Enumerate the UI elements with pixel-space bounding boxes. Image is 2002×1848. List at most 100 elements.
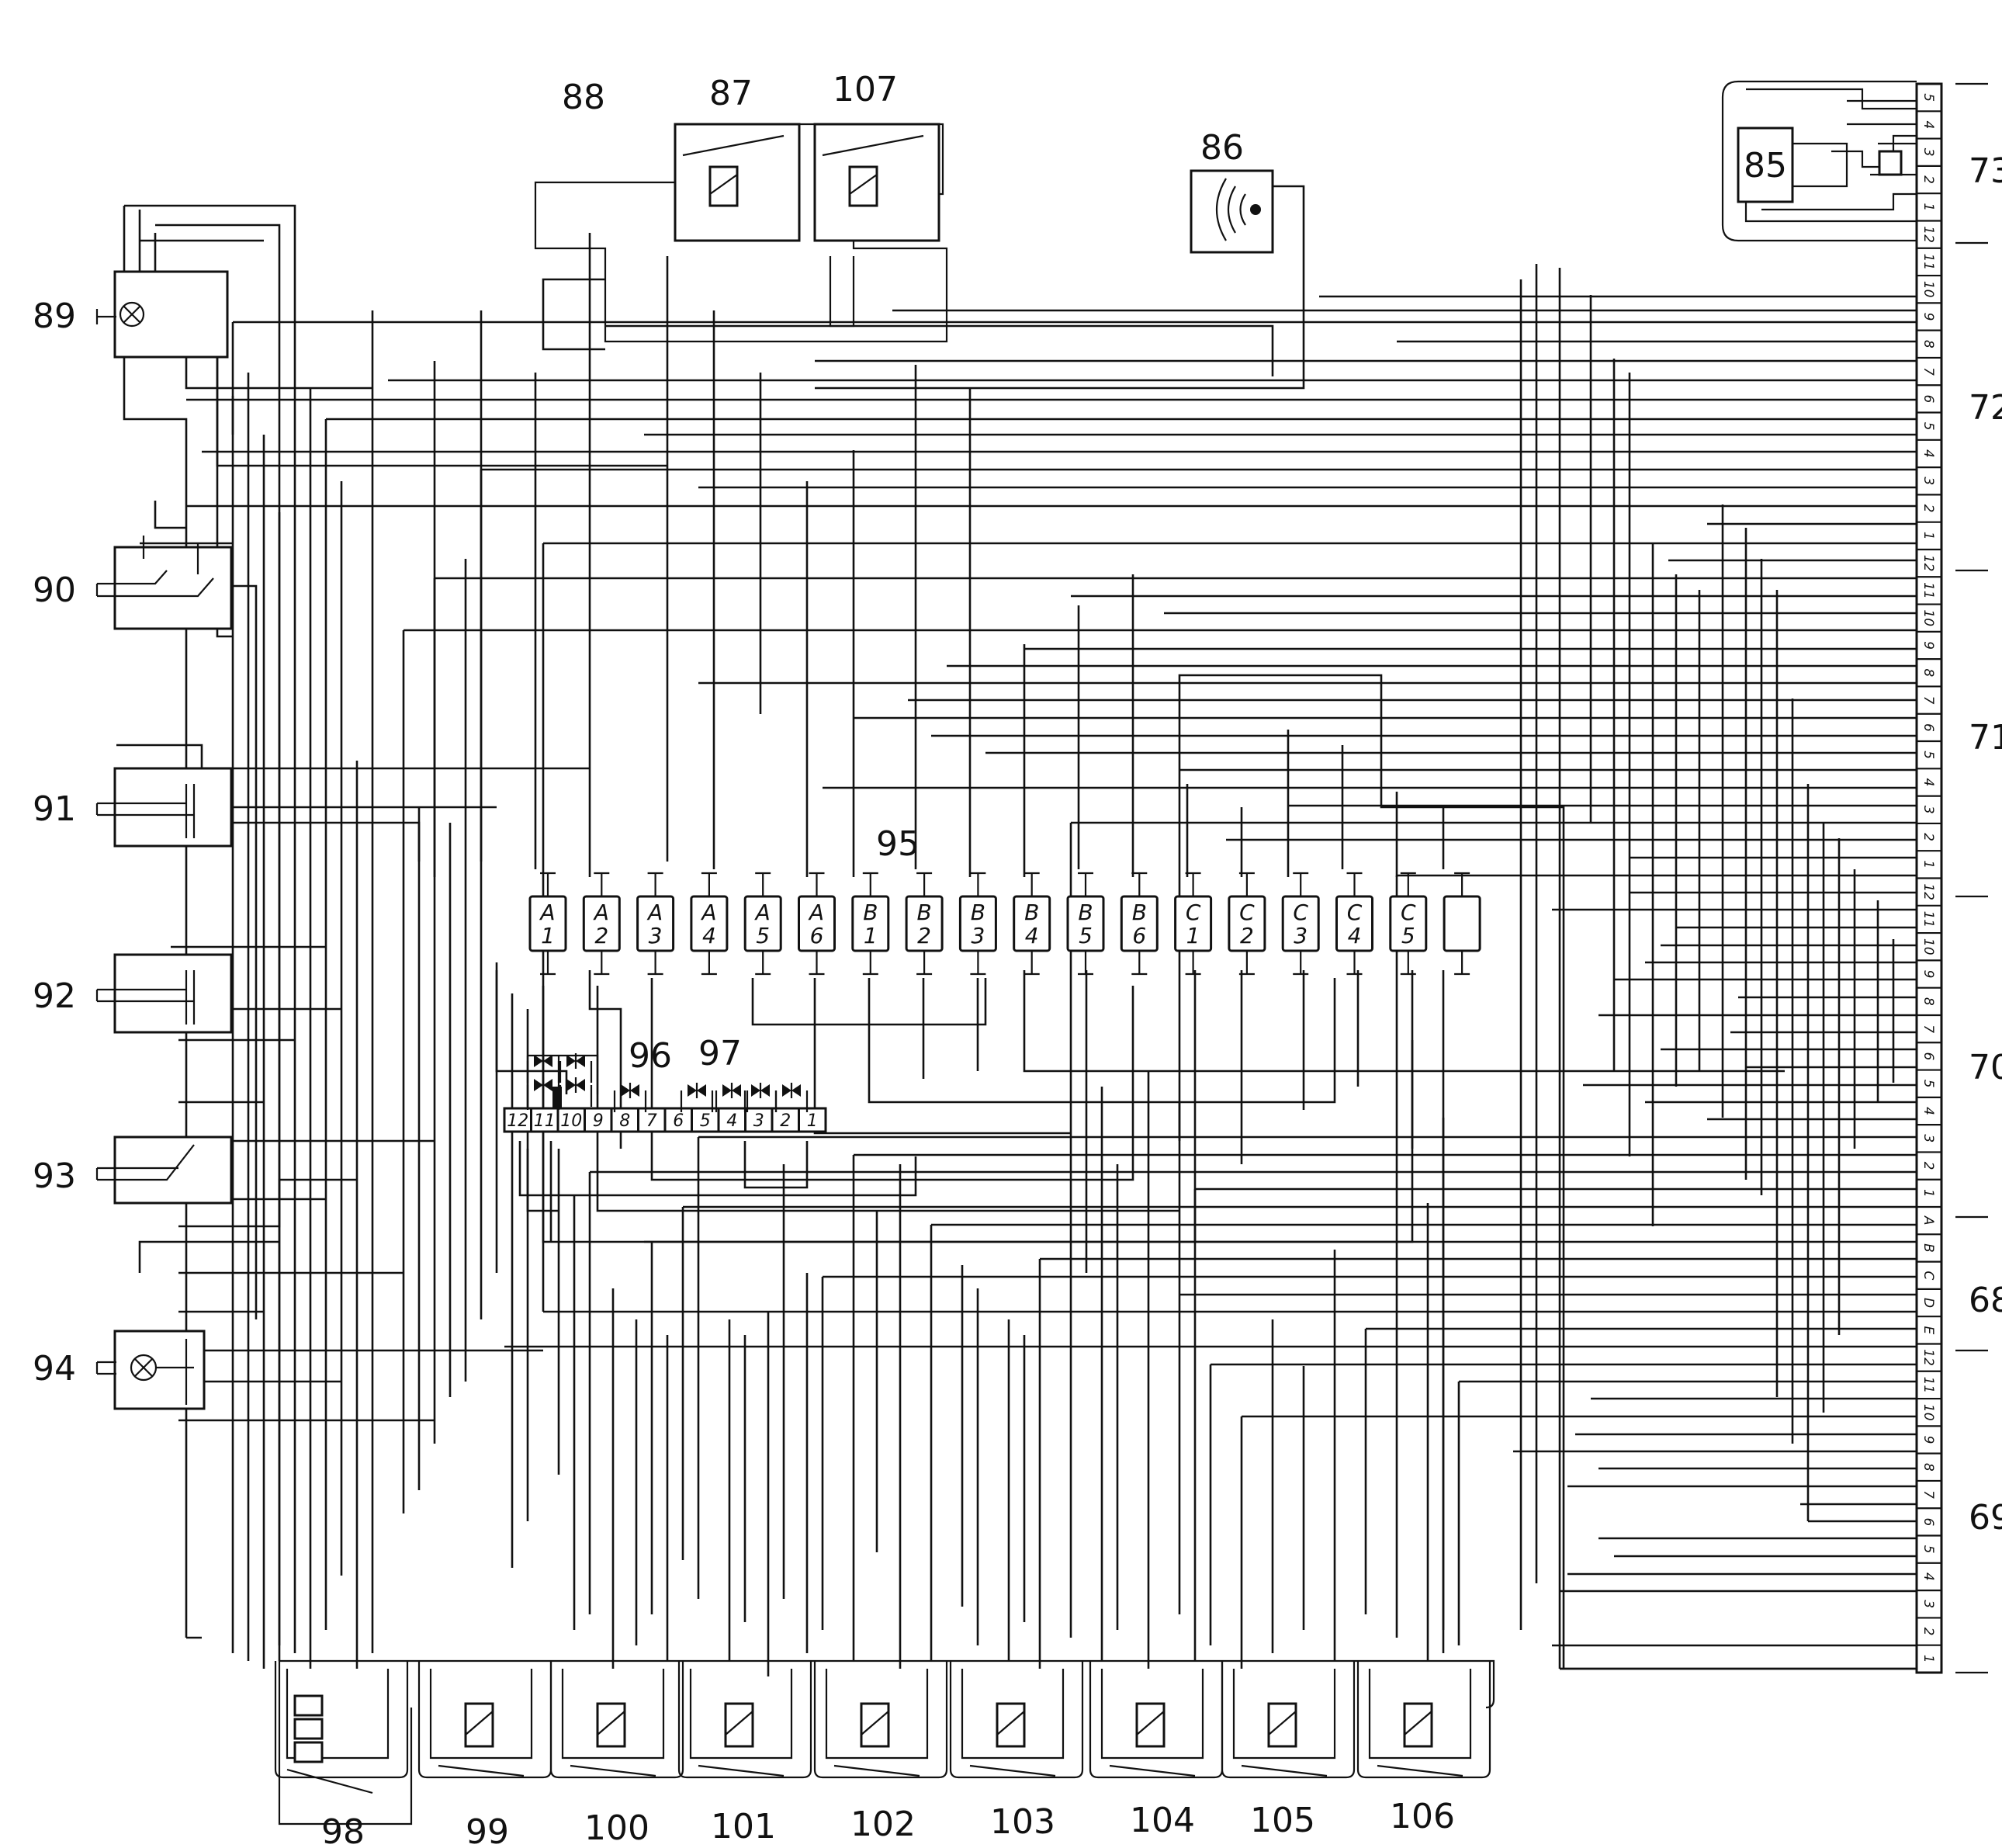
diode-strip-cell: 8 bbox=[610, 1107, 639, 1133]
terminal-cell: 5 bbox=[1917, 1069, 1941, 1088]
ref-label-85: 85 bbox=[1744, 146, 1787, 185]
diode-strip-cell: 10 bbox=[556, 1107, 586, 1133]
terminal-cell: 5 bbox=[1917, 82, 1941, 102]
terminal-cell: 5 bbox=[1917, 411, 1941, 431]
ref-label-91: 91 bbox=[33, 789, 76, 829]
terminal-cell: 4 bbox=[1917, 110, 1941, 129]
relay-module-number: 2 bbox=[917, 923, 931, 948]
terminal-pin-label: 8 bbox=[1921, 997, 1936, 1006]
ref-label-69: 69 bbox=[1969, 1498, 2002, 1538]
diode-icon bbox=[559, 1077, 593, 1107]
terminal-pin-label: 4 bbox=[1921, 1572, 1936, 1581]
terminal-cell: 10 bbox=[1917, 603, 1941, 626]
ref-label-96: 96 bbox=[629, 1036, 672, 1076]
diode-strip-cell: 6 bbox=[663, 1107, 693, 1133]
relay-module: B2 bbox=[905, 872, 944, 976]
diode-pin-label: 12 bbox=[507, 1111, 528, 1131]
terminal-cell: 6 bbox=[1917, 713, 1941, 732]
terminal-cell: 6 bbox=[1917, 384, 1941, 403]
bottom-connector bbox=[274, 1661, 409, 1794]
terminal-pin-label: 5 bbox=[1921, 1080, 1936, 1088]
diode-icon bbox=[559, 1053, 593, 1083]
terminal-cell: 11 bbox=[1917, 1370, 1941, 1393]
device-85-module bbox=[1721, 80, 1918, 242]
terminal-pin-label: 8 bbox=[1921, 668, 1936, 677]
diode-pin-label: 11 bbox=[534, 1111, 556, 1131]
relay-module-letter: B bbox=[971, 900, 985, 925]
diode-strip-cell: 1 bbox=[798, 1107, 827, 1133]
terminal-pin-label: 12 bbox=[1921, 1349, 1936, 1366]
terminal-pin-label: 3 bbox=[1921, 148, 1936, 157]
diode-pin-label: 2 bbox=[780, 1111, 791, 1131]
terminal-cell: 7 bbox=[1917, 685, 1941, 705]
terminal-pin-label: 2 bbox=[1921, 1628, 1936, 1636]
diode-icon bbox=[680, 1083, 714, 1112]
terminal-pin-label: 7 bbox=[1921, 696, 1936, 705]
ref-label-100: 100 bbox=[584, 1808, 649, 1848]
bottom-connector bbox=[1221, 1661, 1356, 1779]
terminal-pin-label: D bbox=[1921, 1298, 1936, 1308]
ref-label-99: 99 bbox=[466, 1812, 509, 1848]
diode-strip-cell: 12 bbox=[503, 1107, 532, 1133]
terminal-pin-label: 11 bbox=[1921, 911, 1936, 928]
terminal-pin-label: 7 bbox=[1921, 367, 1936, 376]
relay-module: A2 bbox=[582, 872, 621, 976]
terminal-cell: 1 bbox=[1917, 521, 1941, 540]
bottom-connector bbox=[417, 1661, 552, 1779]
relay-module: C1 bbox=[1174, 872, 1213, 976]
component-92-switch bbox=[95, 953, 233, 1034]
relay-module-letter: C bbox=[1293, 900, 1308, 925]
relay-module-number: 1 bbox=[1186, 923, 1200, 948]
relay-module: B6 bbox=[1120, 872, 1159, 976]
terminal-pin-label: 5 bbox=[1921, 422, 1936, 431]
terminal-pin-label: 5 bbox=[1921, 1545, 1936, 1554]
terminal-cell: 6 bbox=[1917, 1507, 1941, 1526]
terminal-cell: B bbox=[1917, 1233, 1941, 1253]
relay-module-number: 2 bbox=[1240, 923, 1254, 948]
relay-module: B3 bbox=[958, 872, 997, 976]
relay-module-number: 4 bbox=[702, 923, 716, 948]
terminal-pin-label: 1 bbox=[1921, 860, 1936, 869]
relay-module-number: 3 bbox=[1294, 923, 1308, 948]
terminal-pin-label: 12 bbox=[1921, 226, 1936, 243]
relay-module-letter: A bbox=[539, 900, 555, 925]
terminal-pin-label: 12 bbox=[1921, 883, 1936, 900]
terminal-pin-label: 4 bbox=[1921, 449, 1936, 458]
component-90-switch bbox=[95, 536, 233, 630]
terminal-cell: 2 bbox=[1917, 494, 1941, 512]
relay-module: C2 bbox=[1228, 872, 1266, 976]
ref-label-90: 90 bbox=[33, 570, 76, 610]
terminal-cell: 11 bbox=[1917, 904, 1941, 928]
terminal-cell: 1 bbox=[1917, 192, 1941, 211]
diode-icon bbox=[774, 1083, 809, 1112]
diode-pin-label: 7 bbox=[646, 1111, 657, 1131]
terminal-pin-label: 2 bbox=[1921, 1162, 1936, 1170]
relay-module-letter: A bbox=[646, 900, 663, 925]
terminal-cell: 2 bbox=[1917, 165, 1941, 184]
diode-strip-cell: 11 bbox=[530, 1107, 559, 1133]
terminal-pin-label: 6 bbox=[1921, 1052, 1936, 1060]
diode-strip-cell: 5 bbox=[691, 1107, 720, 1133]
terminal-pin-label: 10 bbox=[1921, 1404, 1936, 1421]
terminal-cell: 7 bbox=[1917, 1014, 1941, 1033]
component-89-lamp bbox=[95, 270, 229, 359]
diode-icon bbox=[613, 1083, 647, 1112]
ref-label-93: 93 bbox=[33, 1156, 76, 1196]
diode-pin-label: 4 bbox=[726, 1111, 737, 1131]
bottom-connector bbox=[813, 1661, 948, 1779]
terminal-cell: 12 bbox=[1917, 877, 1941, 900]
terminal-pin-label: 3 bbox=[1921, 477, 1936, 485]
terminal-pin-label: 1 bbox=[1921, 1655, 1936, 1663]
terminal-cell: 3 bbox=[1917, 1590, 1941, 1608]
terminal-pin-label: 8 bbox=[1921, 1463, 1936, 1472]
terminal-cell: D bbox=[1917, 1288, 1941, 1308]
relay-module: B5 bbox=[1066, 872, 1105, 976]
terminal-pin-label: 3 bbox=[1921, 806, 1936, 814]
relay-module: A1 bbox=[528, 872, 567, 976]
terminal-cell: 6 bbox=[1917, 1042, 1941, 1060]
relay-module: A5 bbox=[743, 872, 782, 976]
relay-module-letter: A bbox=[700, 900, 716, 925]
terminal-pin-label: 9 bbox=[1921, 970, 1936, 979]
